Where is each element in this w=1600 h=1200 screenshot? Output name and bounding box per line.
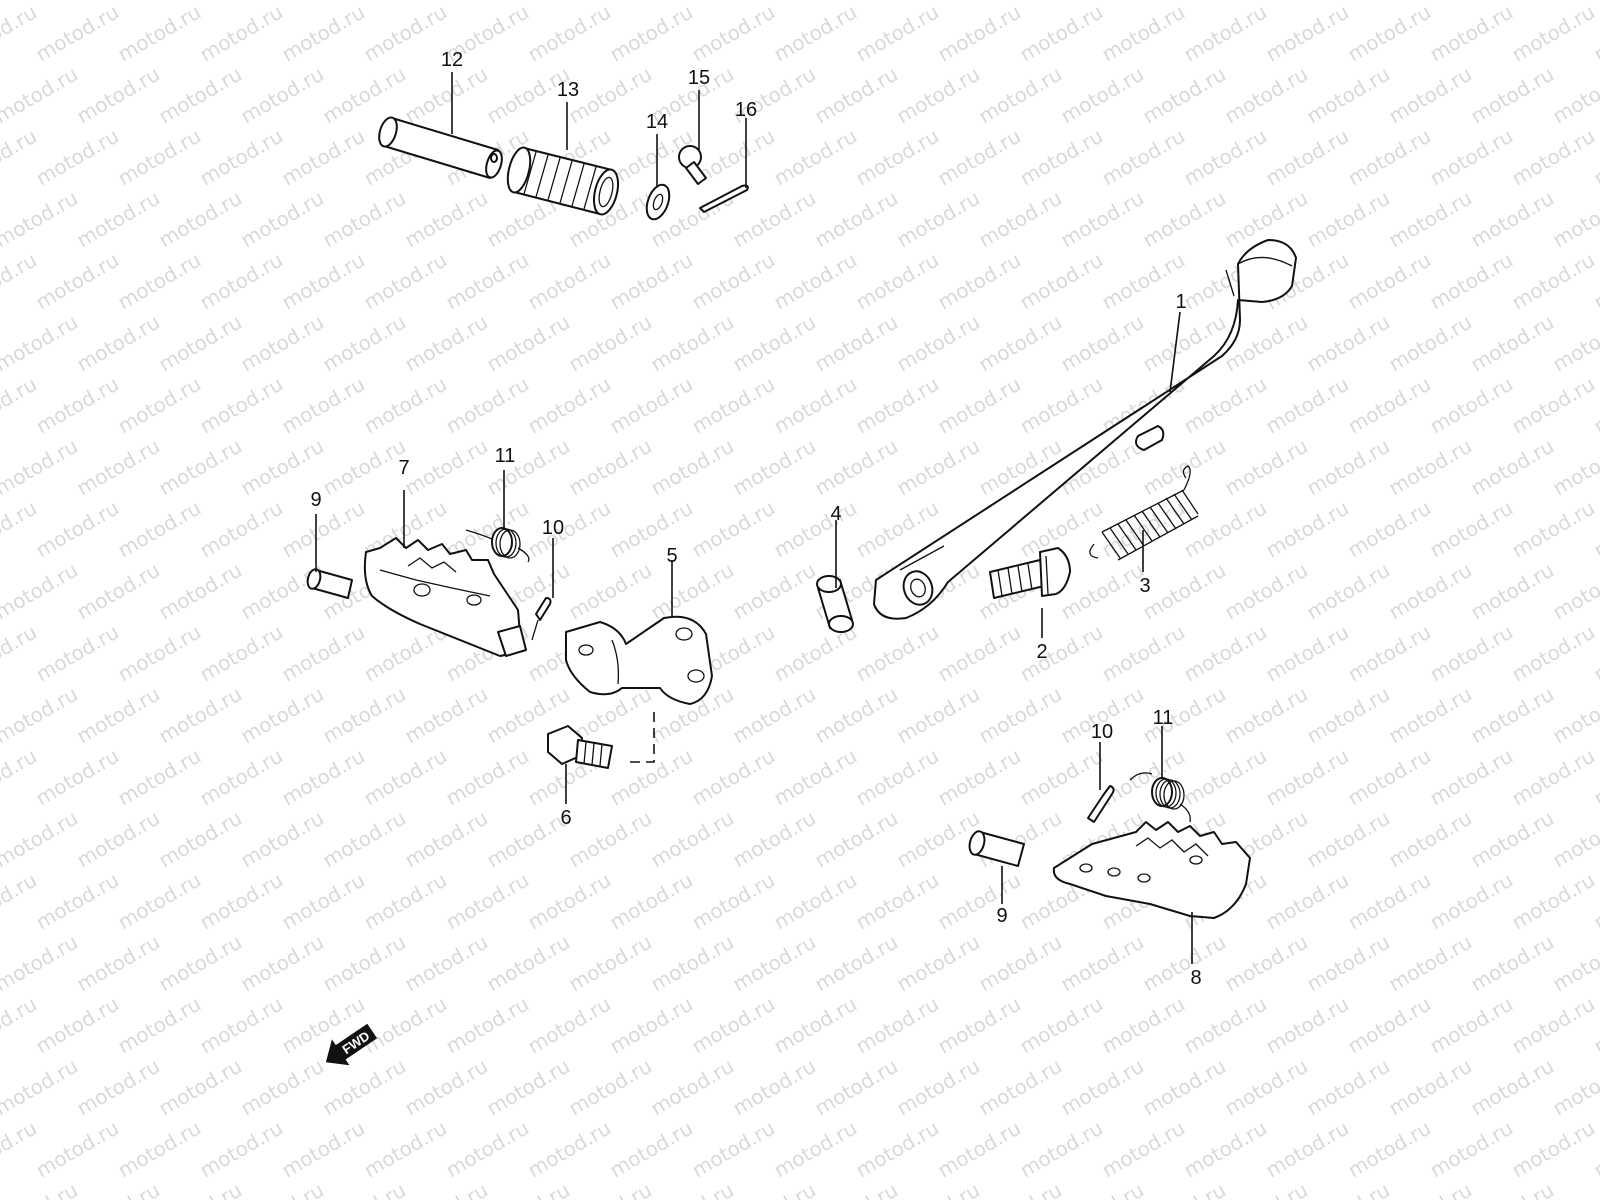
part-2-bolt bbox=[989, 547, 1071, 599]
part-3-spring bbox=[1089, 465, 1199, 561]
callout-9-left: 9 bbox=[310, 489, 321, 511]
callout-7: 7 bbox=[398, 457, 409, 479]
callout-12: 12 bbox=[441, 49, 463, 71]
callout-10-right: 10 bbox=[1091, 721, 1113, 743]
part-8-footrest-right bbox=[1052, 821, 1251, 919]
callout-10-left: 10 bbox=[542, 517, 564, 539]
part-14-washer bbox=[645, 183, 671, 221]
callout-6: 6 bbox=[560, 807, 571, 829]
callout-11-left: 11 bbox=[495, 445, 516, 467]
part-5-bracket bbox=[565, 615, 713, 705]
callout-2: 2 bbox=[1036, 641, 1047, 663]
part-1-side-stand bbox=[873, 239, 1297, 620]
leader-lines bbox=[315, 72, 1193, 964]
part-13-rubber bbox=[506, 146, 620, 216]
callout-15: 15 bbox=[688, 67, 710, 89]
bracket-leader-line bbox=[626, 712, 655, 763]
part-10-cotter-right bbox=[1087, 785, 1115, 823]
part-7-footrest-left bbox=[363, 537, 527, 657]
callout-8: 8 bbox=[1190, 967, 1201, 989]
callout-11-right: 11 bbox=[1153, 707, 1174, 729]
callout-labels: 12 13 14 15 16 1 2 3 4 5 6 7 8 9 9 10 10… bbox=[310, 49, 1201, 989]
part-9-pin-left bbox=[306, 568, 353, 599]
callout-3: 3 bbox=[1139, 575, 1150, 597]
part-15-clevis bbox=[678, 145, 707, 185]
callout-4: 4 bbox=[830, 503, 841, 525]
callout-16: 16 bbox=[735, 99, 757, 121]
callout-1: 1 bbox=[1175, 291, 1186, 313]
part-12-pin bbox=[378, 116, 503, 179]
callout-14: 14 bbox=[646, 111, 668, 133]
part-11-spring-left bbox=[465, 527, 530, 563]
callout-5: 5 bbox=[666, 545, 677, 567]
part-16-cotter-pin bbox=[699, 184, 749, 213]
part-9-pin-right bbox=[968, 830, 1025, 867]
arrow-left-icon bbox=[325, 1023, 378, 1066]
callout-13: 13 bbox=[557, 79, 579, 101]
callout-9-right: 9 bbox=[996, 905, 1007, 927]
part-4-collar bbox=[816, 575, 854, 633]
part-6-flange-bolt bbox=[547, 725, 613, 769]
part-10-cotter-left bbox=[531, 597, 552, 641]
